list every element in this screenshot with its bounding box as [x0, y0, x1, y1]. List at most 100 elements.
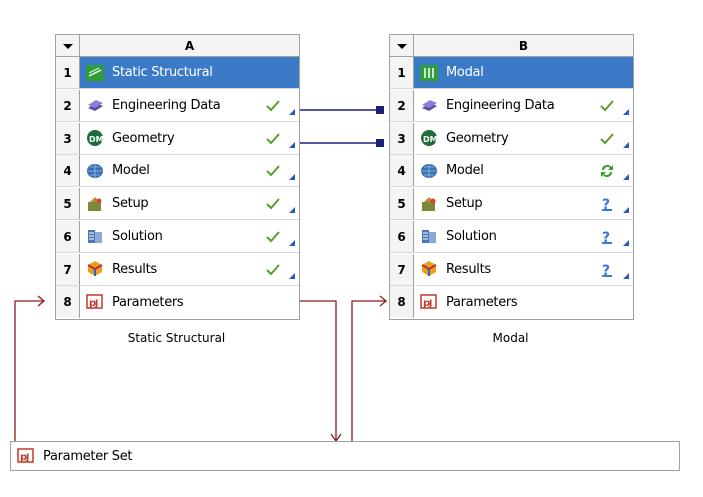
row-number: 5 — [390, 188, 414, 219]
cell-label: Engineering Data — [112, 97, 221, 113]
svg-text:p: p — [423, 298, 430, 309]
cell-static-structural[interactable]: 1 Static Structural — [56, 57, 299, 89]
cell-corner-marker — [623, 108, 629, 115]
param-link-set-to-a — [14, 300, 44, 441]
row-number: 4 — [390, 155, 414, 187]
update-required-icon: ? — [599, 229, 615, 246]
row-number: 2 — [390, 89, 414, 121]
model-icon — [86, 162, 104, 180]
geometry-icon: DM — [420, 129, 438, 147]
cell-label: Parameters — [112, 294, 184, 310]
solution-icon — [86, 227, 104, 245]
svg-text:J: J — [428, 299, 432, 309]
engineering-data-icon — [420, 96, 438, 114]
solution-icon — [420, 227, 438, 245]
svg-text:?: ? — [602, 263, 610, 278]
cell-corner-marker — [289, 207, 295, 213]
row-number: 2 — [56, 89, 80, 121]
svg-text:J: J — [25, 453, 29, 463]
modal-icon — [420, 64, 438, 82]
cell-corner-marker — [623, 239, 629, 246]
svg-text:J: J — [94, 299, 98, 309]
engineering-data-icon — [86, 96, 104, 114]
static-structural-icon — [86, 64, 104, 82]
geometry-icon: DM — [86, 129, 104, 147]
share-link-endpoint — [376, 139, 384, 147]
row-number: 7 — [56, 253, 80, 285]
cell-modal[interactable]: 1 Modal — [390, 57, 633, 89]
cell-model[interactable]: 4 Model — [390, 155, 633, 188]
share-link-endpoint — [376, 106, 384, 114]
cell-label: Setup — [112, 196, 149, 211]
setup-icon — [86, 195, 104, 213]
cell-label: Geometry — [446, 130, 509, 146]
row-number: 4 — [56, 155, 80, 187]
results-icon — [420, 260, 438, 278]
cell-corner-marker — [289, 239, 295, 246]
cell-corner-marker — [623, 141, 629, 148]
cell-solution[interactable]: 6 Solution? — [390, 220, 633, 253]
cell-corner-marker — [623, 272, 629, 279]
cell-label: Parameters — [446, 294, 518, 310]
cell-corner-marker — [623, 207, 629, 213]
row-number: 6 — [56, 220, 80, 252]
param-link-a-to-set — [298, 300, 337, 441]
model-icon — [420, 162, 438, 180]
row-number: 1 — [390, 57, 414, 88]
cell-label: Model — [112, 163, 150, 179]
system-column-letter: B — [414, 35, 633, 57]
system-a-caption: Static Structural — [127, 331, 226, 345]
cell-corner-marker — [623, 174, 629, 181]
cell-corner-marker — [289, 141, 295, 148]
system-menu-arrow[interactable] — [56, 35, 80, 57]
cell-corner-marker — [289, 174, 295, 181]
cell-label: Solution — [112, 228, 163, 244]
cell-label: Modal — [446, 65, 484, 80]
svg-text:DM: DM — [423, 135, 438, 144]
cell-geometry[interactable]: 3 DM Geometry — [390, 122, 633, 155]
cell-engineering-data[interactable]: 2 Engineering Data — [56, 89, 299, 122]
cell-setup[interactable]: 5 Setup — [56, 188, 299, 220]
system-b-caption: Modal — [492, 331, 529, 345]
check-status-icon — [265, 262, 281, 278]
system-menu-arrow[interactable] — [390, 35, 414, 57]
row-number: 6 — [390, 220, 414, 252]
cell-label: Geometry — [112, 130, 175, 146]
cell-solution[interactable]: 6 Solution — [56, 220, 299, 253]
svg-text:p: p — [20, 452, 27, 463]
svg-text:?: ? — [602, 230, 610, 245]
cell-label: Solution — [446, 228, 497, 244]
row-number: 5 — [56, 188, 80, 219]
cell-label: Model — [446, 163, 484, 179]
cell-geometry[interactable]: 3 DM Geometry — [56, 122, 299, 155]
check-status-icon — [265, 163, 281, 179]
parameter-set-label: Parameter Set — [43, 448, 133, 464]
results-icon — [86, 260, 104, 278]
row-number: 3 — [56, 122, 80, 154]
check-status-icon — [599, 131, 615, 147]
row-number: 3 — [390, 122, 414, 154]
cell-engineering-data[interactable]: 2 Engineering Data — [390, 89, 633, 122]
param-link-set-to-b — [351, 300, 386, 441]
check-status-icon — [265, 98, 281, 114]
refresh-status-icon — [599, 163, 615, 179]
setup-icon — [420, 195, 438, 213]
row-number: 1 — [56, 57, 80, 88]
svg-text:p: p — [89, 298, 96, 309]
cell-label: Results — [446, 261, 491, 277]
cell-label: Static Structural — [112, 65, 213, 80]
check-status-icon — [265, 131, 281, 147]
cell-label: Engineering Data — [446, 97, 555, 113]
cell-model[interactable]: 4 Model — [56, 155, 299, 188]
